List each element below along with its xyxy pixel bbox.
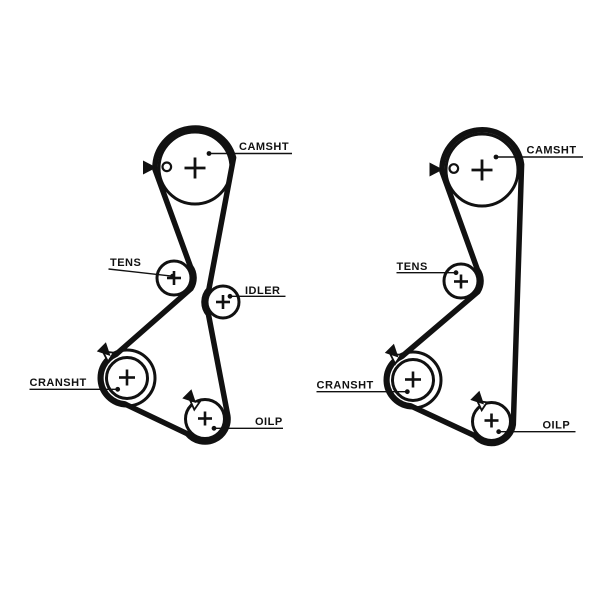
oil-pump-center-mark-icon [484,413,499,428]
tensioner-pulley [442,262,480,300]
crankshaft-pulley [105,356,149,400]
crankshaft-leader-dot [115,386,121,392]
camshaft-leader-dot [493,154,499,160]
crankshaft-pulley [391,358,435,402]
tensioner-leader-dot [170,273,175,279]
camshaft-center-mark-icon [471,159,493,181]
camshaft-pin-mark-icon [161,161,173,173]
idler-label: IDLER [245,285,281,297]
oil-pump-pulley [471,401,512,442]
timing-belt [98,125,237,445]
camshaft-pin-mark-icon [448,163,460,174]
crankshaft-label: CRANSHT [30,377,87,389]
camshaft-label: CAMSHT [239,141,289,153]
oil-pump-leader-dot [496,429,502,435]
crankshaft-arrow-icon [384,343,399,358]
idler-center-mark-icon [216,295,230,309]
camshaft-leader-dot [206,151,212,156]
idler-pulley [205,284,241,320]
camshaft-center-mark-icon [184,157,206,179]
tensioner-label: TENS [110,257,141,269]
oil-pump-arrow-icon [470,390,484,405]
crankshaft-leader-dot [404,389,410,395]
camshaft-arrow-icon [143,160,157,175]
crankshaft-center-mark-icon [405,371,421,388]
oil-pump-center-mark-icon [198,411,212,426]
camshaft-pulley [444,132,520,208]
timing-belt [384,127,525,447]
tensioner-leader-line [108,268,173,277]
oil-pump-pulley [184,398,226,440]
crankshaft-center-mark-icon [119,369,135,386]
oil-pump-label: OILP [255,416,283,428]
camshaft-arrow-icon [429,162,443,177]
tensioner-center-mark-icon [454,274,468,289]
timing-diagram-without-idler: CAMSHT TENS CRANSHT OILP [316,127,583,447]
crankshaft-label: CRANSHT [317,380,374,392]
oil-pump-leader-dot [211,425,217,431]
oil-pump-arrow-icon [182,389,196,403]
idler-leader-dot [227,293,233,299]
tensioner-leader-dot [453,270,459,276]
crankshaft-arrow-icon [96,342,111,356]
timing-diagram-with-idler: CAMSHT TENS IDLER CRANSHT OILP [29,125,292,445]
tensioner-pulley [155,259,193,297]
tensioner-label: TENS [397,261,428,273]
oil-pump-label: OILP [543,420,571,432]
camshaft-label: CAMSHT [527,145,577,157]
